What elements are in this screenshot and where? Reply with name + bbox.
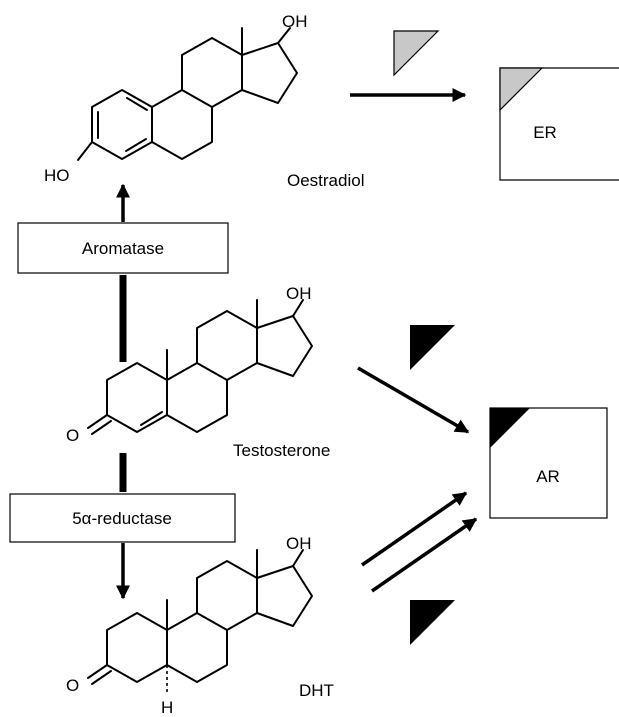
ar-label: AR [536,467,560,486]
er-binding-site [499,67,544,112]
ar-ligand-triangle-lower [410,600,455,645]
aromatase-label: Aromatase [82,239,164,258]
reductase-box [9,493,236,543]
er-receptor [499,67,619,181]
testosterone-structure [87,299,313,435]
dht-ketone-o: O [66,676,79,695]
arrow-testosterone-to-ar [357,366,470,434]
er-ligand-triangle [393,30,440,77]
dht-structure [87,549,313,695]
er-label: ER [533,123,557,142]
arrow-dht-to-ar-2 [371,517,478,593]
ar-ligand-triangle-upper [410,325,455,370]
aromatase-box [17,222,229,274]
dht-hydrogen: H [161,698,173,717]
oestradiol-oh-top: OH [282,12,308,31]
reductase-label: 5α-reductase [72,509,172,528]
ar-receptor [489,407,608,519]
dht-oh-top: OH [286,534,312,553]
dht-label: DHT [299,681,334,700]
testosterone-ketone-o: O [66,426,79,445]
testosterone-label: Testosterone [233,441,330,460]
testosterone-oh-top: OH [286,284,312,303]
ar-binding-site [490,408,530,448]
arrow-dht-to-ar-1 [361,491,468,567]
oestradiol-label: Oestradiol [287,171,364,190]
oestradiol-ho-left: HO [44,166,70,185]
oestradiol-structure [77,27,298,161]
